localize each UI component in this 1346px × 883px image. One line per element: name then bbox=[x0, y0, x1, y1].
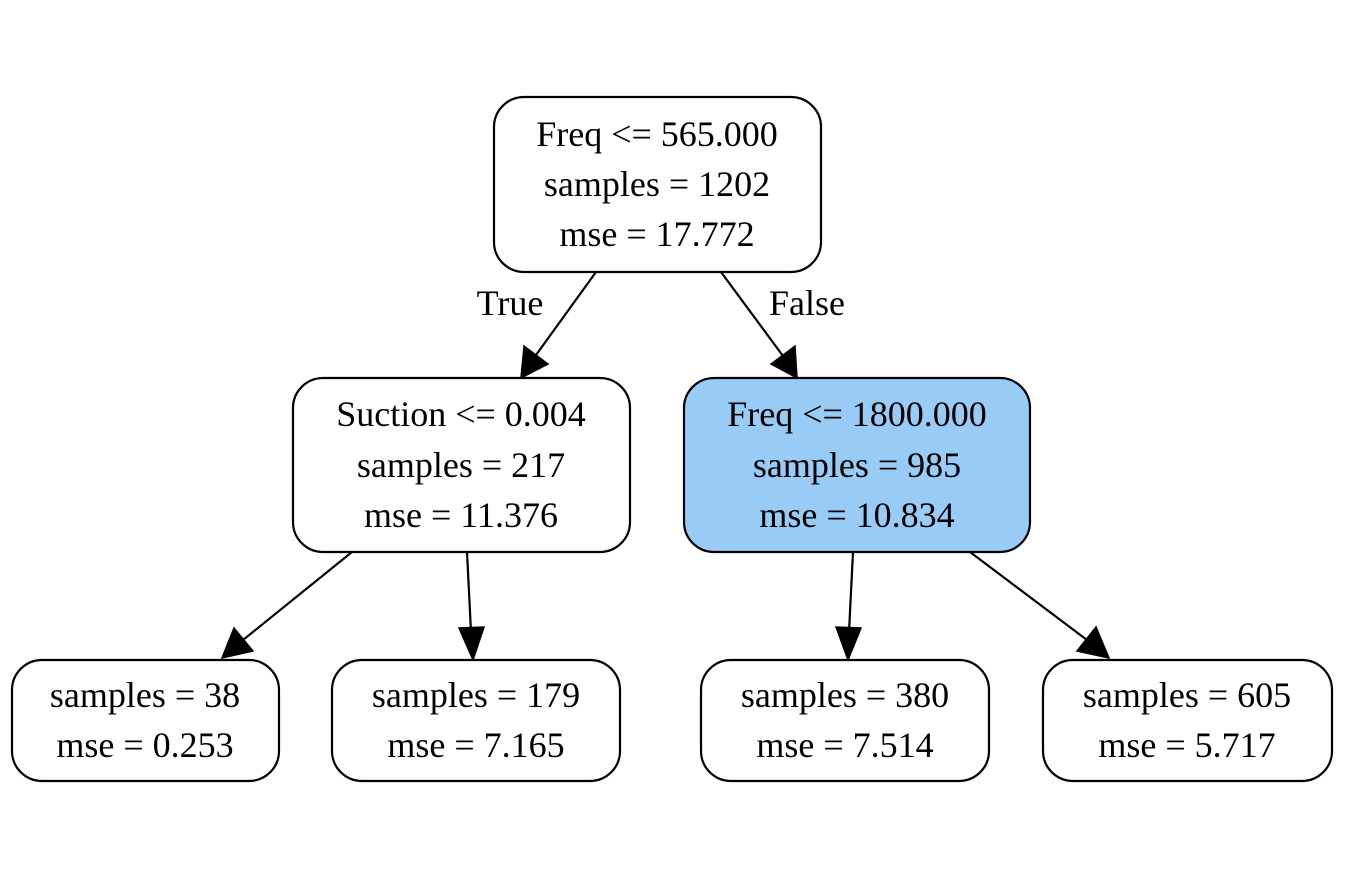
node-mse: mse = 0.253 bbox=[56, 725, 233, 765]
tree-node-root: Freq <= 565.000 samples = 1202 mse = 17.… bbox=[492, 95, 823, 274]
arrowhead bbox=[520, 344, 550, 380]
node-box bbox=[10, 658, 281, 783]
node-samples: samples = 1202 bbox=[544, 164, 770, 204]
edge-right-leaf3 bbox=[834, 551, 863, 663]
node-box bbox=[1041, 658, 1334, 783]
node-mse: mse = 10.834 bbox=[759, 495, 954, 535]
edge-root-right bbox=[720, 271, 798, 380]
tree-leaf-2: samples = 179 mse = 7.165 bbox=[330, 658, 622, 783]
node-split: Suction <= 0.004 bbox=[336, 394, 586, 434]
node-box bbox=[291, 376, 632, 554]
node-split: Freq <= 1800.000 bbox=[727, 394, 987, 434]
node-split: Freq <= 565.000 bbox=[536, 114, 778, 154]
node-samples: samples = 179 bbox=[372, 675, 580, 715]
tree-leaf-4: samples = 605 mse = 5.717 bbox=[1041, 658, 1334, 783]
false-edge-label: False bbox=[769, 283, 845, 323]
node-samples: samples = 38 bbox=[50, 675, 240, 715]
node-box bbox=[682, 376, 1032, 554]
node-mse: mse = 7.165 bbox=[387, 725, 564, 765]
node-samples: samples = 985 bbox=[753, 445, 961, 485]
arrowhead bbox=[457, 626, 486, 663]
node-box bbox=[699, 658, 991, 783]
arrowhead bbox=[220, 626, 255, 660]
arrowhead bbox=[769, 344, 798, 380]
arrowhead bbox=[1075, 625, 1111, 660]
tree-node-right: Freq <= 1800.000 samples = 985 mse = 10.… bbox=[682, 376, 1032, 554]
edge-left-leaf2 bbox=[457, 551, 486, 663]
node-mse: mse = 5.717 bbox=[1098, 725, 1275, 765]
edge-right-leaf4 bbox=[969, 551, 1111, 660]
node-samples: samples = 605 bbox=[1083, 675, 1291, 715]
node-mse: mse = 17.772 bbox=[559, 214, 754, 254]
tree-node-left: Suction <= 0.004 samples = 217 mse = 11.… bbox=[291, 376, 632, 554]
tree-leaf-3: samples = 380 mse = 7.514 bbox=[699, 658, 991, 783]
node-mse: mse = 11.376 bbox=[364, 495, 558, 535]
true-edge-label: True bbox=[477, 283, 544, 323]
node-box bbox=[492, 95, 823, 274]
node-box bbox=[330, 658, 622, 783]
node-samples: samples = 217 bbox=[357, 445, 565, 485]
node-mse: mse = 7.514 bbox=[756, 725, 933, 765]
arrowhead bbox=[834, 626, 863, 663]
edge-left-leaf1 bbox=[220, 551, 353, 660]
tree-leaf-1: samples = 38 mse = 0.253 bbox=[10, 658, 281, 783]
edge-root-left bbox=[520, 271, 597, 380]
node-samples: samples = 380 bbox=[741, 675, 949, 715]
